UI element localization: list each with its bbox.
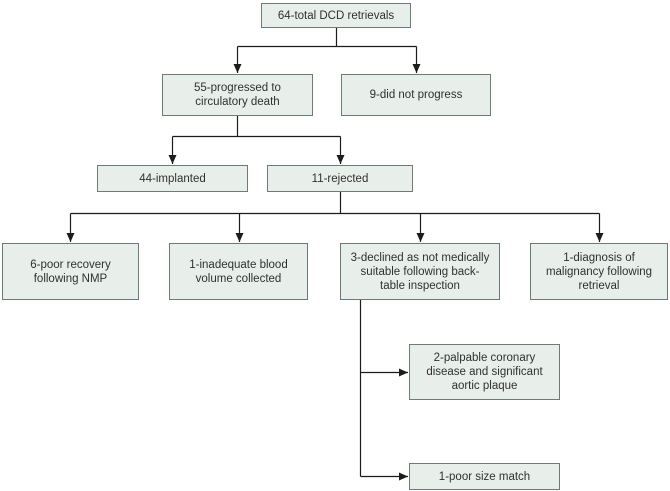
- connector-progressed-split: [172, 116, 341, 138]
- node-poor-recovery-nmp: 6-poor recovery following NMP: [2, 243, 139, 300]
- connector-rejected-split: [70, 192, 600, 215]
- connector-total-split: [237, 28, 417, 48]
- node-total-dcd-retrievals: 64-total DCD retrievals: [261, 3, 411, 28]
- node-poor-size-match: 1-poor size match: [409, 463, 560, 490]
- node-declined-back-table: 3-declined as not medically suitable fol…: [340, 243, 500, 300]
- node-palpable-coronary-disease: 2-palpable coronary disease and signific…: [409, 344, 560, 400]
- node-rejected: 11-rejected: [267, 165, 413, 192]
- node-inadequate-blood-volume: 1-inadequate blood volume collected: [169, 243, 308, 300]
- node-malignancy-diagnosis: 1-diagnosis of malignancy following retr…: [530, 243, 668, 300]
- node-implanted: 44-implanted: [97, 165, 248, 192]
- node-did-not-progress: 9-did not progress: [341, 74, 491, 116]
- node-progressed-circulatory-death: 55-progressed to circulatory death: [162, 74, 313, 116]
